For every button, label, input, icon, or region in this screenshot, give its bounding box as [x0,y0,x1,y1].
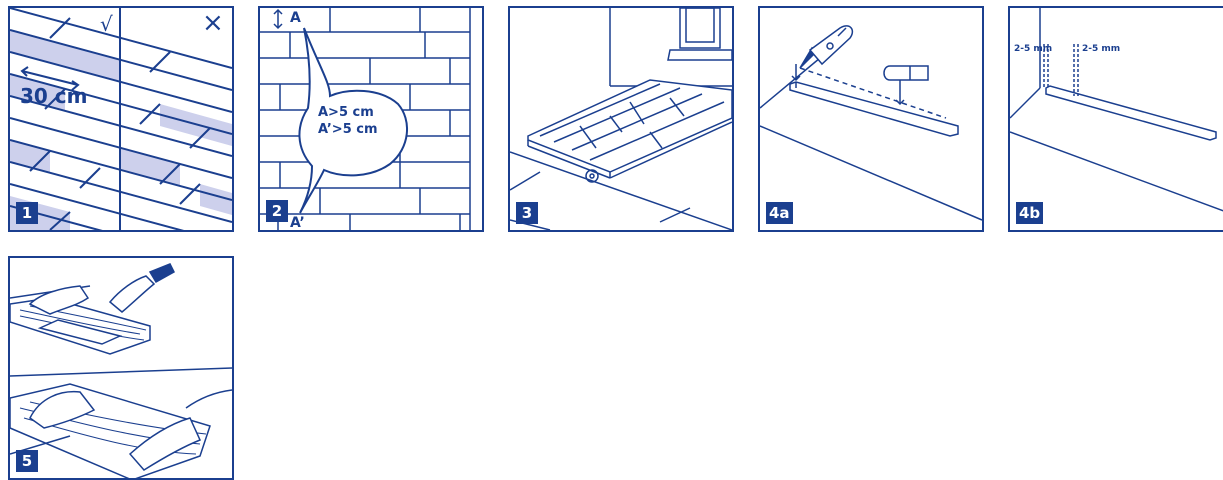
step-badge: 1 [16,202,38,224]
panel-step-4a: 4a [758,6,984,232]
distance-label: 30 cm [20,84,88,108]
panel-step-2: A A>5 cm A’>5 cm A’ 2 [258,6,484,232]
left-gap-label: 2-5 mm [1014,44,1052,54]
rule-a-prime: A’>5 cm [318,122,378,137]
step-badge: 4a [766,202,793,224]
step-badge: 5 [16,450,38,472]
bottom-gap-label: A’ [290,215,305,231]
rule-a: A>5 cm [318,105,374,120]
expansion-gap-illustration [1010,8,1223,230]
panel-step-3: 3 [508,6,734,232]
cut-plank-illustration [760,8,982,230]
panel-step-1: √ × 30 cm 1 [8,6,234,232]
wrong-mark-icon: × [202,8,224,38]
step-badge: 4b [1016,202,1043,224]
panel-step-4b: 2-5 mm 2-5 mm 4b [1008,6,1223,232]
staggered-planks-illustration [10,8,232,230]
correct-mark-icon: √ [100,12,113,36]
step-badge: 3 [516,202,538,224]
panel-step-5: 5 [8,256,234,480]
step-badge: 2 [266,200,288,222]
right-gap-label: 2-5 mm [1082,44,1120,54]
top-gap-label: A [290,10,301,26]
trim-plank-by-hand-illustration [10,258,232,480]
first-row-installation-illustration [510,8,732,230]
